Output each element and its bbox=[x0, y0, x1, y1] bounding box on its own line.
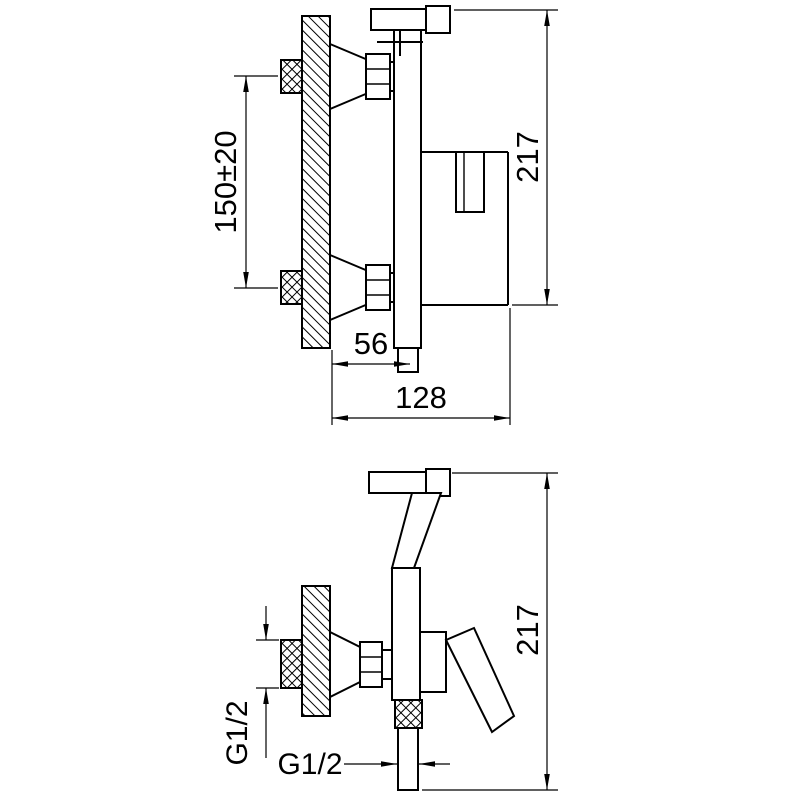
dimension-wall-thread: G1/2 bbox=[221, 606, 279, 766]
dim-label-outlet-thread: G1/2 bbox=[277, 748, 342, 781]
dim-label-side-height: 217 bbox=[510, 604, 545, 656]
inlet-pipe-upper bbox=[280, 59, 303, 94]
cartridge-housing bbox=[419, 631, 447, 693]
lever-handle bbox=[444, 626, 516, 734]
nut-upper bbox=[365, 53, 391, 100]
inlet-pipe-side bbox=[280, 639, 303, 689]
dim-label-front-height: 217 bbox=[510, 131, 545, 183]
dimension-inlet-spacing: 150±20 bbox=[208, 75, 278, 289]
dim-label-overall-depth: 128 bbox=[395, 380, 447, 415]
shower-outlet-block bbox=[455, 151, 485, 213]
sprayer-head-cap bbox=[425, 468, 451, 497]
dimension-side-height: 217 bbox=[422, 472, 558, 791]
outlet-stub bbox=[397, 347, 419, 373]
nut-side bbox=[359, 641, 383, 688]
valve-body bbox=[391, 567, 421, 701]
outlet-union-nut bbox=[394, 699, 423, 729]
inlet-pipe-lower bbox=[280, 270, 303, 305]
nut-lower bbox=[365, 264, 391, 311]
sprayer-head bbox=[368, 471, 430, 494]
dim-label-wall-thread: G1/2 bbox=[221, 700, 254, 765]
dim-label-wall-to-spout: 56 bbox=[354, 326, 388, 361]
dim-label-inlet-spacing: 150±20 bbox=[208, 130, 243, 233]
dimension-front-height: 217 bbox=[454, 9, 558, 306]
dimension-wall-to-spout: 56 bbox=[331, 326, 410, 425]
dimension-outlet-thread: G1/2 bbox=[277, 748, 450, 781]
front-view: 150±20 217 56 128 bbox=[208, 5, 558, 425]
mixer-body bbox=[393, 29, 422, 349]
handle-bar bbox=[370, 8, 430, 31]
side-view: G1/2 G1/2 217 bbox=[221, 468, 558, 791]
wall-plate-side bbox=[301, 585, 331, 717]
handle-grip bbox=[425, 5, 451, 34]
dimension-overall-depth: 128 bbox=[332, 308, 511, 425]
wall-plate bbox=[301, 15, 331, 349]
